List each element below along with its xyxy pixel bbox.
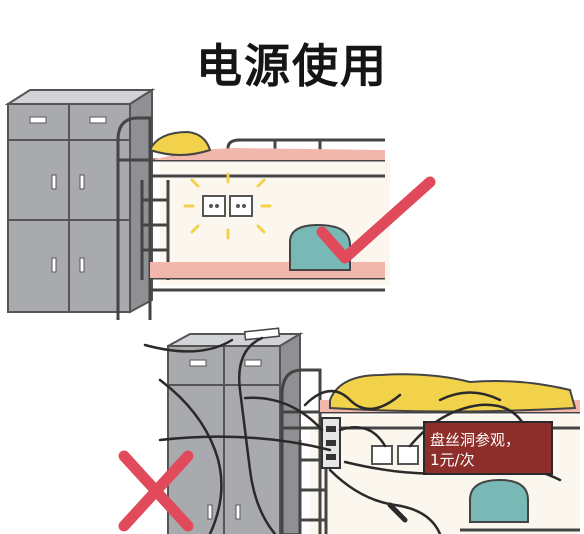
wrong-scene [118, 327, 580, 534]
tangled-cables [143, 336, 562, 534]
check-mark-icon [316, 176, 436, 264]
wall-outlet [371, 445, 419, 465]
pillow [329, 373, 577, 413]
sign-line-1: 盘丝洞参观， [430, 431, 521, 449]
bag [289, 223, 351, 271]
cabinet [167, 327, 304, 534]
power-strip [321, 417, 341, 469]
pillow [148, 130, 212, 156]
warning-sign [423, 421, 553, 475]
page-title: 电源使用 [196, 39, 388, 93]
correct-scene [4, 88, 436, 320]
bag [469, 478, 529, 523]
sign-text: 盘丝洞参观， 1元/次 [430, 430, 548, 470]
cross-mark-icon [118, 450, 194, 532]
wall-outlet [183, 172, 272, 240]
cabinet [4, 88, 156, 314]
sign-line-2: 1元/次 [430, 451, 475, 469]
